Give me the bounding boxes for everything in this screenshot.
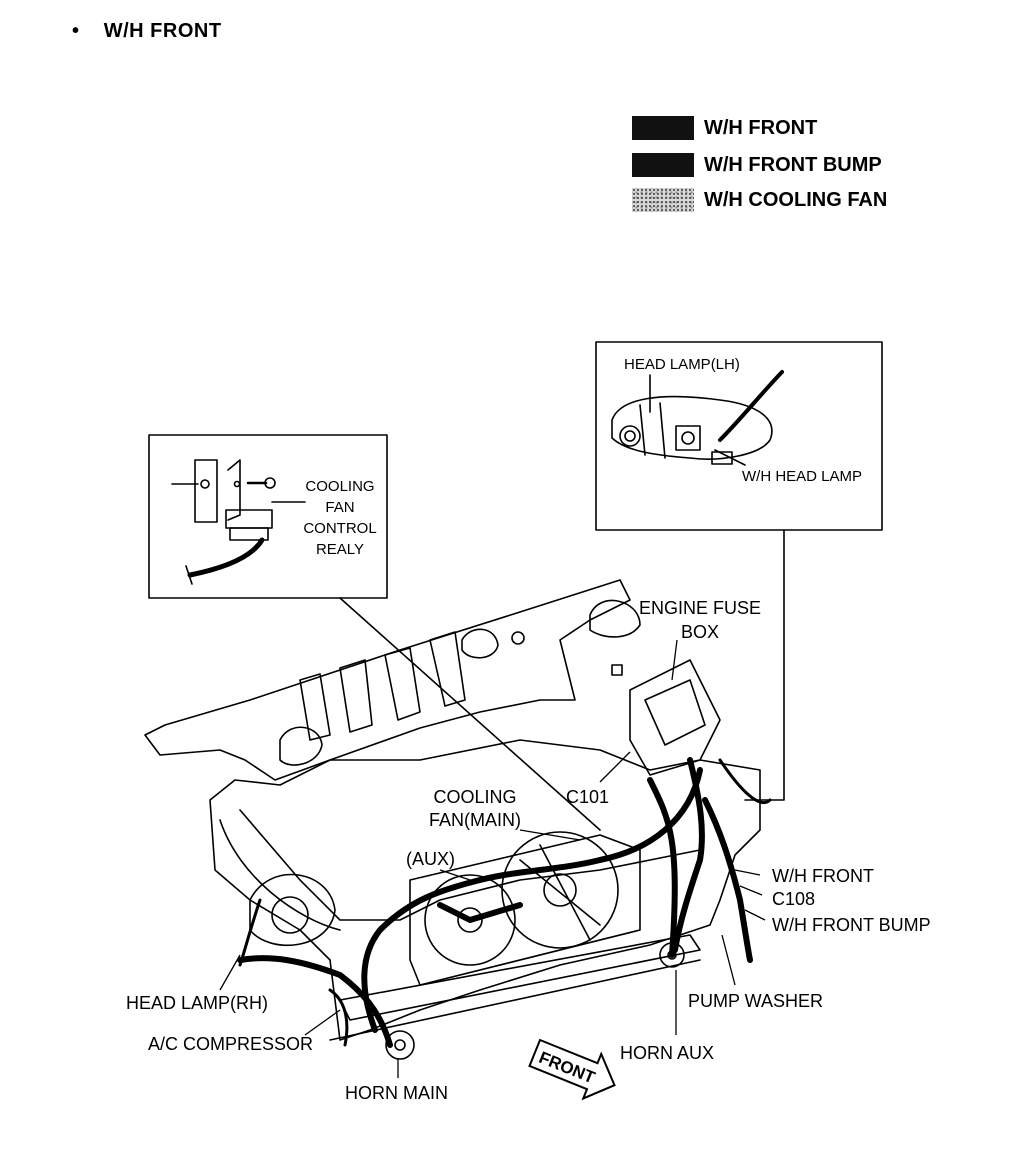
wire-harness-secondary — [238, 758, 772, 1047]
label-pump-washer: PUMP WASHER — [688, 991, 824, 1011]
legend-label-wh-front: W/H FRONT — [704, 117, 818, 139]
inset-frame-headlamp — [595, 341, 883, 531]
label-c108: C108 — [772, 889, 816, 909]
page-title: • W/H FRONT — [72, 20, 222, 43]
inset-frame-relay — [148, 434, 388, 599]
title-bullet: • — [72, 20, 80, 42]
label-cooling-fan-control-relay: COOLING FAN CONTROL REALY — [303, 478, 377, 558]
radiator-support — [209, 739, 761, 1060]
label-wh-front-bump: W/H FRONT BUMP — [772, 915, 931, 935]
label-engine-fuse-box: ENGINE FUSE BOX — [638, 598, 762, 642]
front-arrow: FRONT — [528, 1038, 616, 1101]
label-wh-front: W/H FRONT — [772, 866, 874, 886]
engine-fuse-box — [611, 659, 721, 776]
label-wh-head-lamp: W/H HEAD LAMP — [742, 468, 863, 485]
callout-leaders — [219, 639, 766, 1078]
label-horn-aux: HORN AUX — [620, 1043, 715, 1063]
label-c101: C101 — [566, 787, 610, 807]
wire-harness-main — [237, 757, 753, 1048]
label-ac-compressor: A/C COMPRESSOR — [148, 1034, 314, 1054]
label-head-lamp-rh: HEAD LAMP(RH) — [126, 993, 269, 1013]
legend-swatch-wh-cooling-fan — [632, 188, 694, 212]
leader-headlamp-inset — [744, 529, 785, 801]
legend-label-wh-cooling-fan: W/H COOLING FAN — [704, 189, 888, 211]
firewall-panel — [144, 579, 641, 781]
legend-label-wh-front-bump: W/H FRONT BUMP — [704, 154, 882, 176]
legend-swatch-wh-front-bump — [632, 153, 694, 177]
label-cooling-fan-main: COOLING FAN(MAIN) — [429, 787, 521, 830]
label-head-lamp-lh: HEAD LAMP(LH) — [624, 356, 740, 373]
headlamp-inset-drawing — [611, 370, 784, 466]
relay-inset-drawing — [171, 459, 306, 585]
legend-swatch-wh-front — [632, 116, 694, 140]
label-aux: (AUX) — [406, 849, 455, 869]
label-horn-main: HORN MAIN — [345, 1083, 448, 1103]
title-text: W/H FRONT — [103, 20, 222, 42]
